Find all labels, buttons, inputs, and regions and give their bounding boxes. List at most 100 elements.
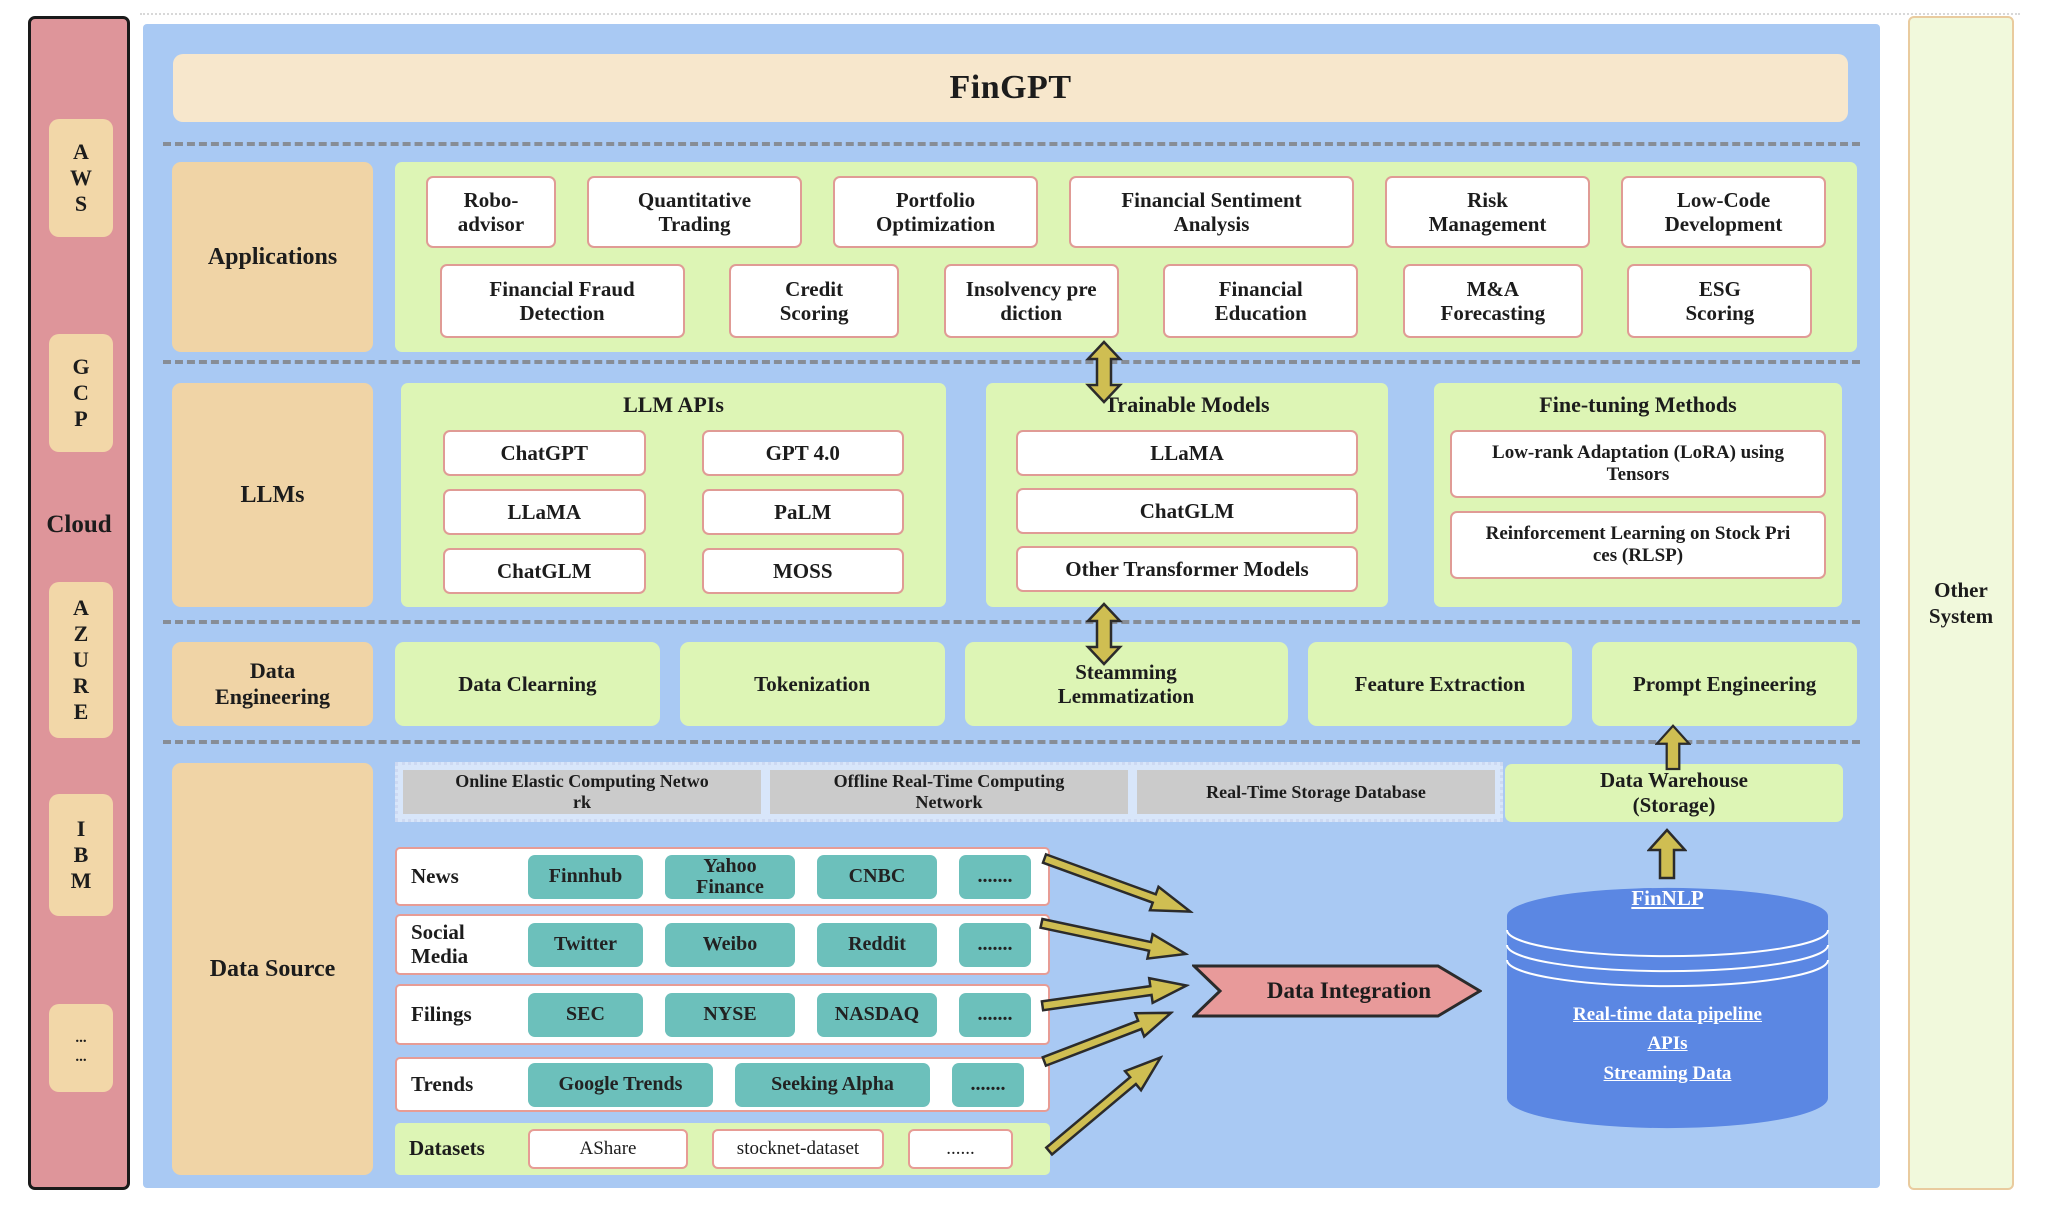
application-box: Insolvency pre diction: [943, 264, 1119, 338]
application-box: Portfolio Optimization: [833, 176, 1038, 248]
llms-section-label: LLMs: [172, 383, 373, 607]
trainable-model-box: ChatGLM: [1016, 488, 1358, 534]
source-chip: Google Trends: [528, 1062, 713, 1107]
finetuning-method-box: Reinforcement Learning on Stock Pri ces …: [1450, 511, 1826, 579]
source-chip: Reddit: [817, 922, 937, 967]
llm-apis-grid: ChatGPT GPT 4.0 LLaMA PaLM ChatGLM MOSS: [401, 418, 946, 594]
finnlp-feature-links: Real-time data pipeline APIs Streaming D…: [1505, 1000, 1830, 1088]
section-divider: [163, 620, 1860, 624]
cloud-item-more: ... ...: [49, 1004, 113, 1092]
source-row-label: Trends: [411, 1071, 474, 1096]
source-chip: Weibo: [665, 922, 795, 967]
data-engineering-step: Data Clearning: [395, 642, 660, 726]
streaming-data-link[interactable]: Streaming Data: [1603, 1062, 1732, 1084]
filings-to-integration-arrow-icon: [1039, 969, 1192, 1022]
page-title: FinGPT: [949, 69, 1072, 106]
cloud-item-aws: A W S: [49, 119, 113, 237]
data-engineering-section-label: Data Engineering: [172, 642, 373, 726]
data-warehouse-box: Data Warehouse (Storage): [1505, 764, 1843, 822]
source-row-social-media: Social Media Twitter Weibo Reddit ......…: [395, 914, 1050, 975]
cloud-sidebar-label: Cloud: [46, 511, 112, 538]
top-divider: [140, 13, 2020, 15]
computing-infrastructure-row: Online Elastic Computing Netwo rk Offlin…: [395, 762, 1503, 822]
source-chip: Twitter: [528, 922, 643, 967]
application-box: Credit Scoring: [729, 264, 900, 338]
news-to-integration-arrow-icon: [1038, 843, 1199, 928]
applications-section-label: Applications: [172, 162, 373, 352]
application-box: Low-Code Development: [1621, 176, 1826, 248]
applications-row-1: Robo- advisor Quantitative Trading Portf…: [395, 162, 1857, 248]
social-to-integration-arrow-icon: [1037, 907, 1192, 970]
llm-apis-title: LLM APIs: [623, 392, 724, 417]
finetuning-method-box: Low-rank Adaptation (LoRA) using Tensors: [1450, 430, 1826, 498]
warehouse-to-prompt-arrow-icon: [1654, 724, 1692, 771]
llm-apis-group: LLM APIs ChatGPT GPT 4.0 LLaMA PaLM Chat…: [401, 383, 946, 607]
source-row-label: Filings: [411, 1001, 472, 1026]
data-engineering-step: Prompt Engineering: [1592, 642, 1857, 726]
llm-api-box: PaLM: [701, 489, 904, 535]
apps-llms-flow-arrow-icon: [1084, 340, 1124, 404]
data-source-section-label: Data Source: [172, 763, 373, 1175]
infrastructure-box: Online Elastic Computing Netwo rk: [403, 770, 761, 814]
application-box: Financial Education: [1163, 264, 1359, 338]
cloud-item-ibm: I B M: [49, 794, 113, 916]
cloud-item-gcp: G C P: [49, 334, 113, 452]
application-box: Financial Fraud Detection: [439, 264, 685, 338]
llm-api-box: MOSS: [701, 548, 904, 594]
finetuning-methods-list: Low-rank Adaptation (LoRA) using Tensors…: [1434, 418, 1842, 579]
finnlp-database-cylinder: FinNLP Real-time data pipeline APIs Stre…: [1505, 884, 1830, 1134]
datasets-to-integration-arrow-icon: [1038, 1043, 1173, 1164]
source-chip-more: .......: [952, 1062, 1024, 1107]
llms-dataeng-flow-arrow-icon: [1084, 602, 1124, 666]
cloud-sidebar: A W S G C P Cloud A Z U R E I B M ... ..…: [28, 16, 130, 1190]
apis-link[interactable]: APIs: [1647, 1033, 1688, 1055]
llm-api-box: LLaMA: [443, 489, 646, 535]
source-row-label: Datasets: [409, 1136, 485, 1161]
dataset-box-more: ......: [908, 1129, 1013, 1169]
main-panel: FinGPT Applications Robo- advisor Quanti…: [143, 24, 1880, 1188]
finnlp-link[interactable]: FinNLP: [1631, 886, 1704, 910]
data-engineering-step: Steamming Lemmatization: [964, 642, 1288, 726]
database-to-warehouse-arrow-icon: [1646, 828, 1688, 882]
infrastructure-box: Offline Real-Time Computing Network: [770, 770, 1128, 814]
source-row-label: Social Media: [411, 920, 469, 968]
source-chip: NYSE: [665, 992, 795, 1037]
section-divider: [163, 142, 1860, 146]
data-engineering-row: Data Clearning Tokenization Steamming Le…: [395, 642, 1857, 726]
title-banner: FinGPT: [173, 54, 1848, 122]
application-box: Risk Management: [1385, 176, 1590, 248]
integration-chevron-shape: [1192, 964, 1482, 1018]
source-chip: Seeking Alpha: [735, 1062, 930, 1107]
trainable-models-group: Trainable Models LLaMA ChatGLM Other Tra…: [986, 383, 1388, 607]
cloud-item-azure: A Z U R E: [49, 582, 113, 738]
data-engineering-step: Feature Extraction: [1307, 642, 1573, 726]
realtime-pipeline-link[interactable]: Real-time data pipeline: [1573, 1004, 1762, 1025]
application-box: Financial Sentiment Analysis: [1069, 176, 1354, 248]
source-chip: SEC: [528, 992, 643, 1037]
llm-api-box: ChatGPT: [443, 430, 646, 476]
trainable-model-box: Other Transformer Models: [1016, 546, 1358, 592]
source-row-datasets: Datasets AShare stocknet-dataset ......: [395, 1123, 1050, 1175]
application-box: Quantitative Trading: [587, 176, 802, 248]
dataset-box: AShare: [528, 1129, 688, 1169]
source-chip-more: .......: [959, 854, 1031, 899]
source-chip: CNBC: [817, 854, 937, 899]
data-integration-banner: Data Integration: [1192, 964, 1482, 1018]
source-chip: NASDAQ: [817, 992, 937, 1037]
application-box: ESG Scoring: [1627, 264, 1813, 338]
application-box: M&A Forecasting: [1402, 264, 1583, 338]
trainable-models-title: Trainable Models: [1104, 392, 1270, 417]
source-chip-more: .......: [959, 992, 1031, 1037]
section-divider: [163, 360, 1860, 364]
source-row-filings: Filings SEC NYSE NASDAQ .......: [395, 984, 1050, 1045]
dataset-box: stocknet-dataset: [712, 1129, 884, 1169]
source-row-news: News Finnhub Yahoo Finance CNBC .......: [395, 847, 1050, 906]
applications-container: Robo- advisor Quantitative Trading Portf…: [395, 162, 1857, 352]
source-row-label: News: [411, 863, 459, 888]
finetuning-methods-group: Fine-tuning Methods Low-rank Adaptation …: [1434, 383, 1842, 607]
llm-api-box: ChatGLM: [443, 548, 646, 594]
source-chip-more: .......: [959, 922, 1031, 967]
trainable-models-list: LLaMA ChatGLM Other Transformer Models: [986, 418, 1388, 592]
trends-to-integration-arrow-icon: [1037, 997, 1179, 1077]
